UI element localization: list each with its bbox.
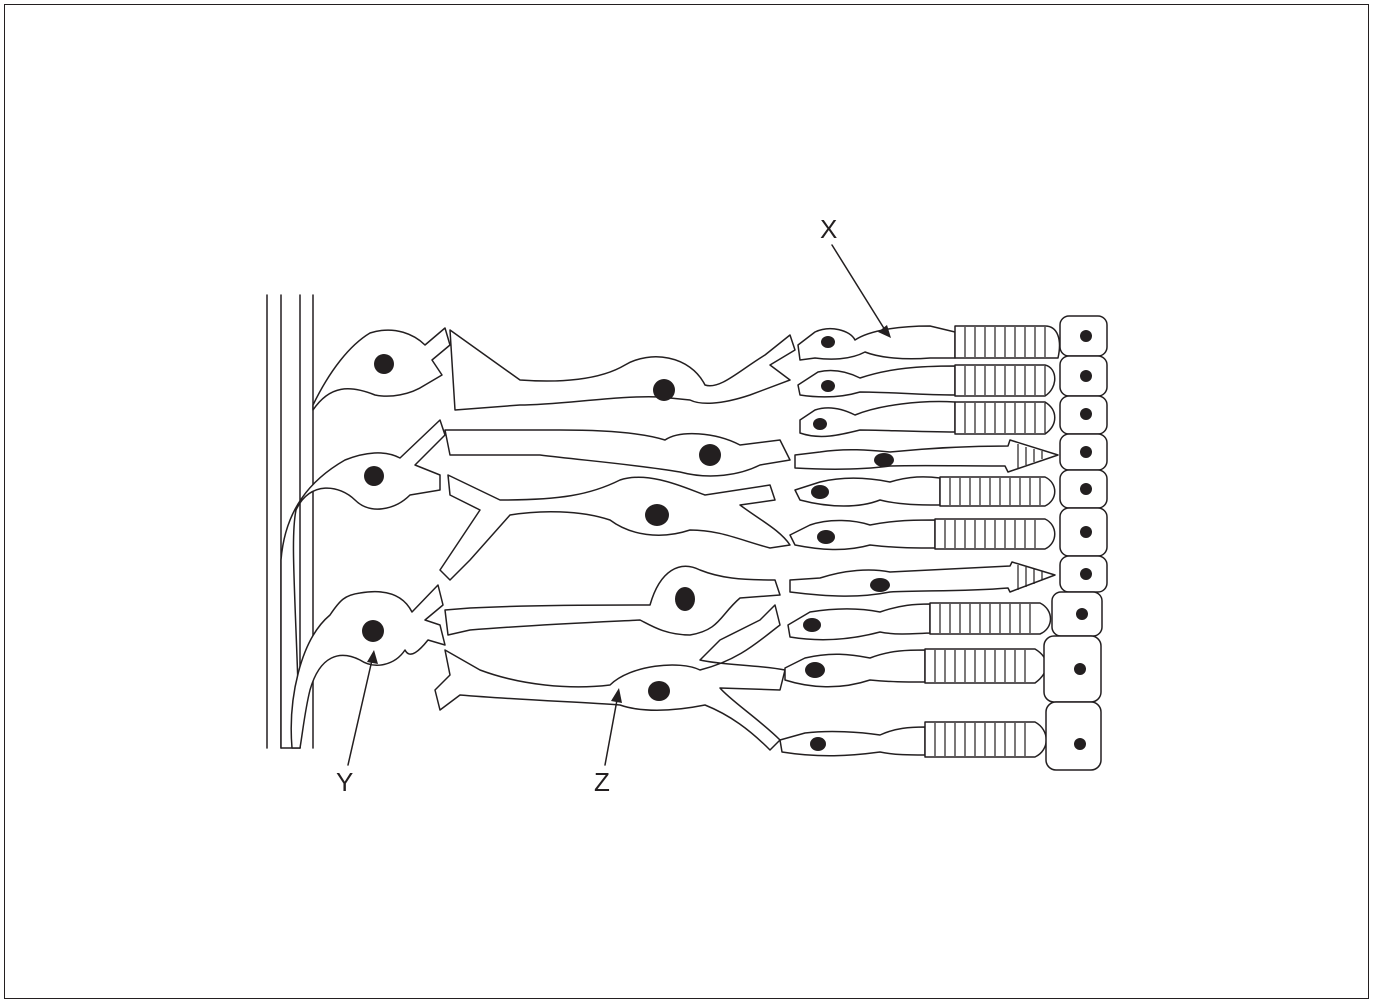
label-y: Y	[336, 767, 353, 797]
pigment-epithelium	[1043, 315, 1108, 771]
bipolar-cells	[434, 329, 796, 751]
label-pointers	[347, 244, 891, 766]
photoreceptor-cells	[779, 325, 1061, 758]
label-x: X	[820, 214, 837, 244]
outer-segment-stripes	[934, 327, 1046, 756]
figure-border	[4, 4, 1369, 999]
ganglion-cells	[280, 327, 451, 749]
label-z: Z	[594, 767, 610, 797]
